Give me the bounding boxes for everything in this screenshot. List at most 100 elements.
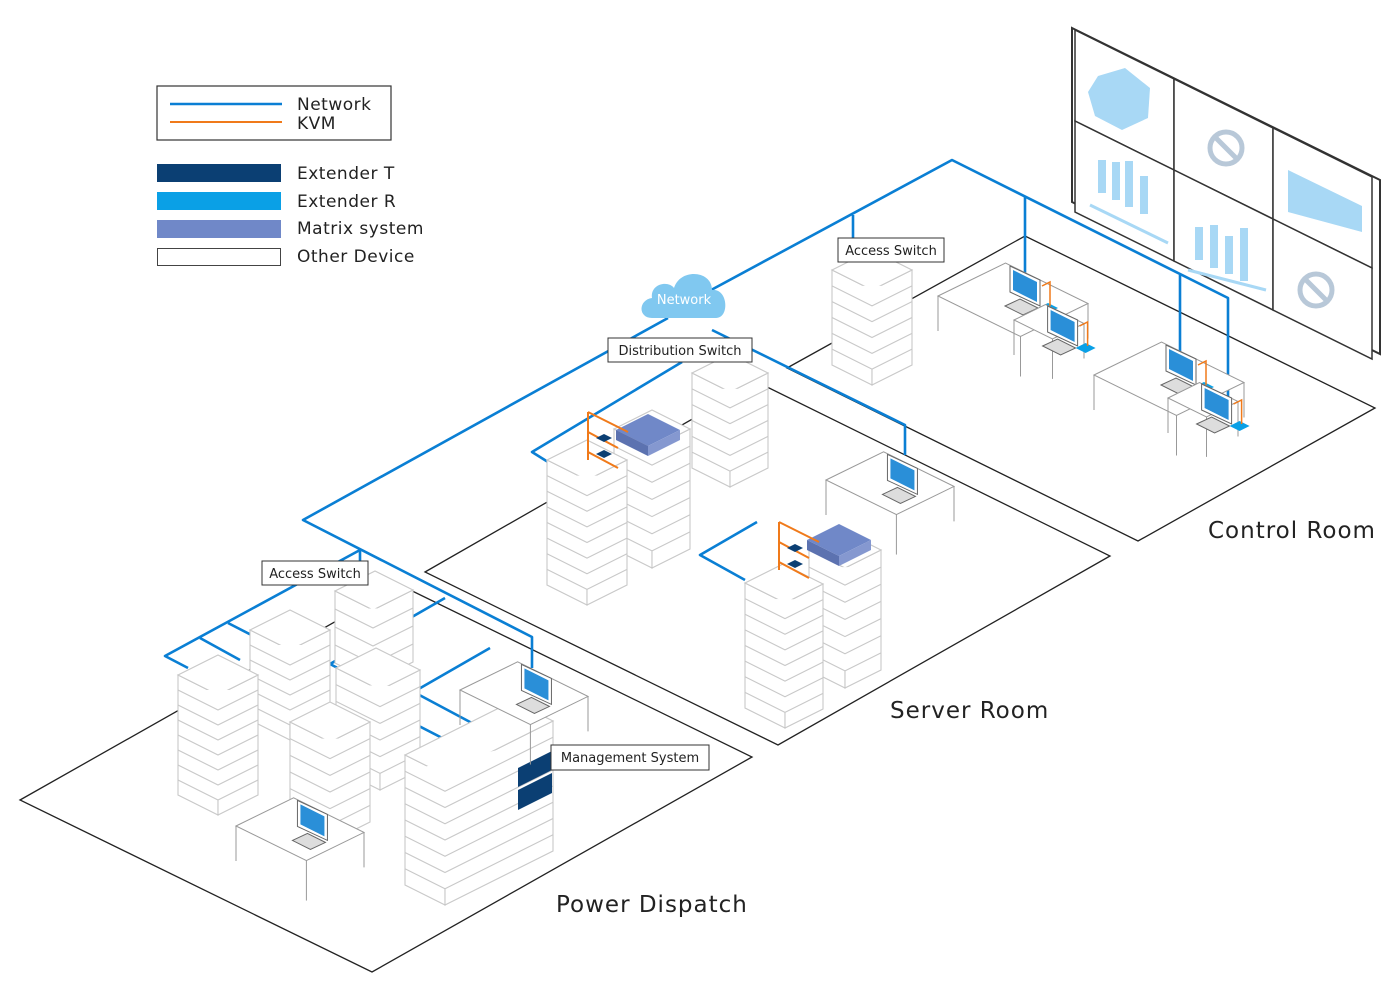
stack-shelf-line bbox=[177, 764, 259, 786]
wall-bar-graphic bbox=[1225, 236, 1233, 274]
extender-r-block bbox=[1075, 343, 1096, 353]
keyboard-icon bbox=[291, 832, 327, 850]
matrix-system bbox=[587, 411, 680, 469]
kvm-line bbox=[778, 561, 810, 579]
wall-no-sign-icon bbox=[1207, 129, 1245, 167]
legend-matrix-label: Matrix system bbox=[297, 219, 424, 239]
stack-shelf-line bbox=[334, 625, 414, 647]
workstation bbox=[1012, 304, 1096, 379]
stack-shelf-line bbox=[546, 553, 628, 575]
keyboard-icon bbox=[515, 696, 551, 714]
tag-access-switch-power: Access Switch bbox=[261, 560, 369, 586]
stack-shelf-line bbox=[831, 348, 913, 370]
stack-shelf-line bbox=[249, 659, 331, 681]
stack-shelf-line bbox=[249, 644, 331, 666]
server-stack bbox=[545, 439, 629, 606]
extender-t-block bbox=[787, 544, 803, 552]
network-link-matrix-1 bbox=[530, 360, 683, 464]
stack-top-face bbox=[176, 654, 260, 696]
workstation bbox=[824, 451, 956, 555]
cloud-label: Network bbox=[657, 293, 712, 308]
stack-shelf-line bbox=[831, 301, 913, 323]
video-wall-panel bbox=[1272, 217, 1373, 361]
network-cloud[interactable]: Network bbox=[641, 273, 726, 318]
network-link-matrix-2 bbox=[698, 520, 758, 582]
stack-shelf-line bbox=[546, 506, 628, 528]
legend-extender-r-label: Extender R bbox=[297, 192, 396, 212]
stack-shelf-line bbox=[177, 719, 259, 741]
wall-bar-graphic bbox=[1195, 227, 1203, 260]
stack-shelf-line bbox=[335, 700, 421, 724]
server-stack bbox=[830, 249, 914, 386]
monitor-screen bbox=[890, 458, 915, 491]
room-label-server: Server Room bbox=[890, 698, 1049, 724]
monitor-screen bbox=[300, 804, 325, 837]
tag-management-system: Management System bbox=[550, 744, 710, 771]
wall-bar-graphic bbox=[1140, 176, 1148, 214]
kvm-line bbox=[1197, 359, 1207, 385]
stack-shelf-line bbox=[289, 788, 371, 810]
access-switch-control-label: Access Switch bbox=[845, 244, 937, 259]
stack-shelf-line bbox=[404, 785, 554, 841]
matrix-left bbox=[616, 430, 648, 456]
stack-shelf-line bbox=[744, 598, 824, 620]
stack-shelf-line bbox=[546, 490, 628, 512]
stack-shelf-line bbox=[691, 404, 769, 425]
stack-shelf-line bbox=[808, 566, 882, 586]
matrix-system bbox=[778, 521, 871, 579]
stack-shelf-line bbox=[249, 689, 331, 711]
stack-shelf-line bbox=[334, 607, 414, 629]
room-label-control: Control Room bbox=[1208, 518, 1376, 544]
stack-shelf-line bbox=[744, 613, 824, 635]
stack-shelf-line bbox=[177, 779, 259, 801]
extender-t-block bbox=[518, 751, 552, 787]
workstations bbox=[234, 262, 1250, 901]
monitor-screen bbox=[1204, 388, 1229, 420]
cloud-icon bbox=[641, 273, 726, 318]
stack-shelf-line bbox=[744, 676, 824, 698]
legend-extender-r-swatch bbox=[157, 192, 281, 210]
keyboard-icon bbox=[881, 486, 917, 504]
stack-shelf-line bbox=[744, 660, 824, 682]
stack-shelf-line bbox=[546, 522, 628, 544]
stack-shelf-line bbox=[404, 818, 554, 874]
stack-shelf-line bbox=[691, 451, 769, 472]
monitor-screen bbox=[1169, 349, 1193, 381]
network-link-power bbox=[301, 316, 669, 668]
kvm-line bbox=[1233, 398, 1243, 424]
stack-top-face bbox=[333, 570, 415, 611]
monitor-screen bbox=[1013, 270, 1037, 302]
kvm-line bbox=[1079, 320, 1089, 346]
stack-shelf-line bbox=[691, 435, 769, 456]
workstation bbox=[458, 661, 590, 765]
monitor-screen bbox=[1050, 310, 1075, 342]
wall-bar-graphic bbox=[1098, 160, 1106, 193]
wall-area-graphic bbox=[1288, 170, 1362, 232]
stack-shelf-line bbox=[289, 754, 371, 776]
server-stacks bbox=[176, 249, 914, 906]
wall-heptagon-graphic bbox=[1088, 68, 1150, 130]
legend-kvm-label: KVM bbox=[297, 114, 336, 134]
server-stack bbox=[176, 654, 260, 816]
legend-other-swatch bbox=[157, 248, 281, 266]
kvm-line bbox=[778, 521, 820, 543]
wall-bar-graphic bbox=[1210, 225, 1218, 268]
wall-bar-graphic bbox=[1125, 161, 1133, 207]
wall-bar-baseline bbox=[1089, 203, 1169, 245]
network-link-server bbox=[711, 328, 907, 455]
network-link-power-c bbox=[199, 636, 241, 662]
wall-bar-baseline bbox=[1187, 268, 1267, 292]
room-label-power: Power Dispatch bbox=[556, 892, 748, 918]
stack-top-face bbox=[334, 647, 422, 691]
wall-bar-graphic bbox=[1240, 228, 1248, 281]
stack-shelf-line bbox=[546, 475, 628, 497]
stack-shelf-line bbox=[335, 684, 421, 708]
distribution-switch-label: Distribution Switch bbox=[619, 344, 742, 359]
legend-line-box bbox=[156, 85, 392, 141]
floor-control-room bbox=[785, 235, 1377, 542]
extender-t-block bbox=[787, 560, 803, 568]
stack-shelf-line bbox=[744, 629, 824, 651]
stack-shelf-line bbox=[289, 771, 371, 793]
network-link-control bbox=[699, 158, 1230, 400]
legend-other-label: Other Device bbox=[297, 247, 415, 267]
